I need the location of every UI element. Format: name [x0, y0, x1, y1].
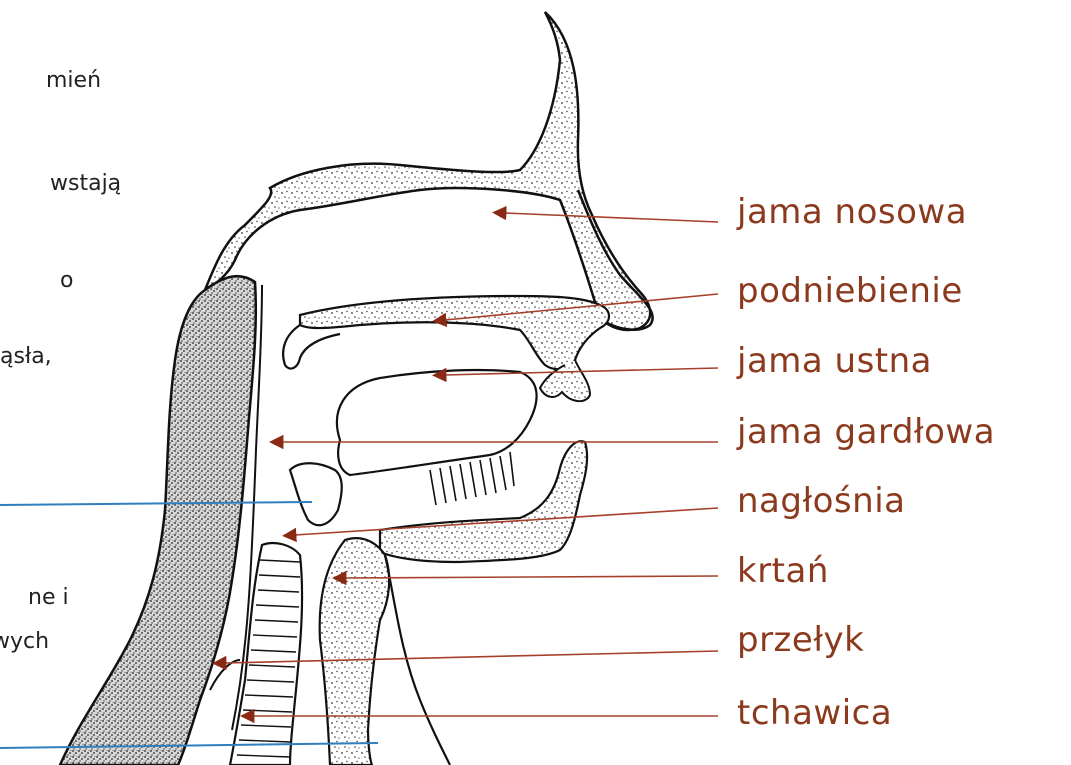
side-text-line-1: mień — [46, 70, 101, 92]
side-text-line-5: ne i — [28, 587, 69, 609]
label-jama-gardlowa: jama gardłowa — [737, 415, 995, 449]
label-tchawica: tchawica — [737, 696, 892, 730]
label-jama-ustna: jama ustna — [737, 344, 932, 378]
side-text-line-6: wych — [0, 631, 49, 653]
label-krtan: krtań — [737, 554, 829, 588]
leader-krtan — [345, 576, 718, 578]
side-text-line-4: ąsła, — [0, 346, 52, 368]
leader-jama-nosowa — [505, 213, 718, 222]
blue-rule-upper — [0, 502, 312, 505]
neck-front-line — [385, 555, 450, 765]
soft-palate — [283, 325, 340, 369]
label-naglosnia: nagłośnia — [737, 484, 905, 518]
side-text-line-2: wstają — [50, 173, 121, 195]
palate-shape — [300, 296, 609, 369]
spine-shape — [60, 276, 256, 765]
tongue — [337, 370, 537, 475]
epiglottis-shape — [290, 463, 342, 525]
side-text-line-3: o — [60, 270, 73, 292]
label-jama-nosowa: jama nosowa — [737, 195, 967, 229]
skull-bone-shape — [205, 12, 650, 330]
label-przelyk: przełyk — [737, 623, 864, 657]
label-podniebienie: podniebienie — [737, 274, 963, 308]
larynx-shape — [320, 538, 389, 765]
blue-rule-lower — [0, 743, 378, 748]
esophagus-line — [210, 660, 240, 690]
